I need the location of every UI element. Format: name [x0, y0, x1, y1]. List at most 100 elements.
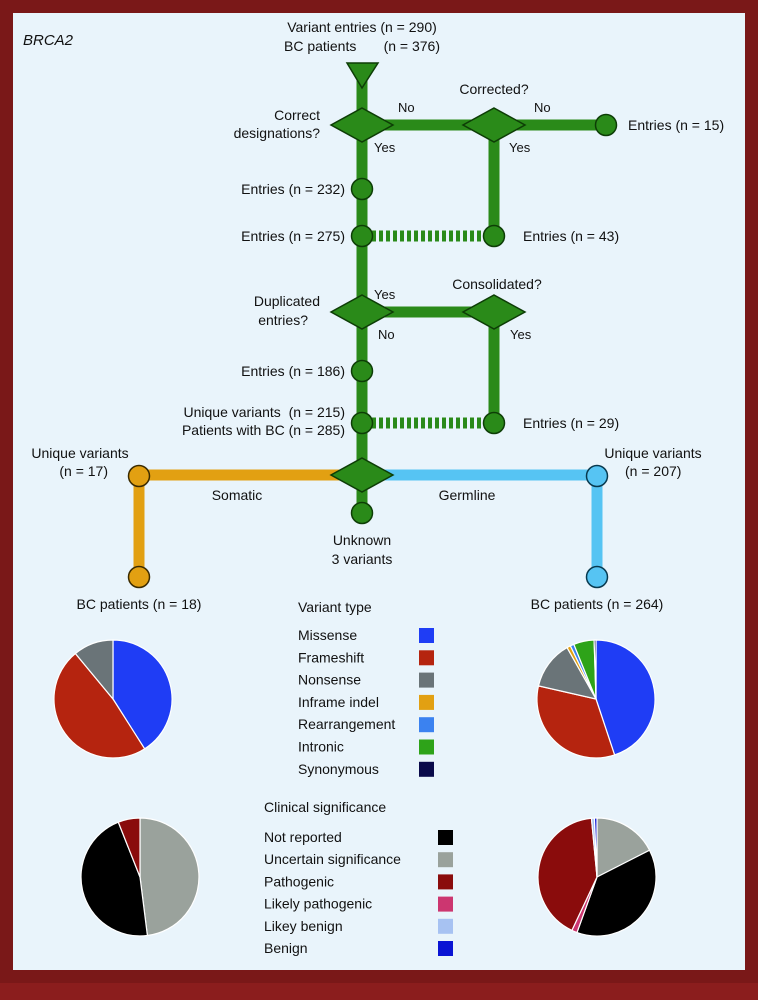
somatic-clinical-significance-slice	[117, 817, 141, 878]
corrected-label: Corrected?	[459, 81, 528, 97]
node-unique-215	[350, 411, 374, 435]
clinical-legend-item-label: Likely pathogenic	[264, 896, 372, 912]
variant-legend-swatch	[419, 761, 434, 777]
variant-legend-item-label: Inframe indel	[298, 694, 379, 710]
clinical-legend-title: Clinical significance	[264, 799, 386, 815]
consolidated-label: Consolidated?	[452, 276, 542, 292]
top-entries-label: Variant entries (n = 290)	[287, 19, 437, 35]
correct-designations-label-2: designations?	[234, 125, 321, 141]
node-entries-43	[482, 224, 506, 248]
patients-285-label: Patients with BC (n = 285)	[182, 422, 345, 438]
yes-label-3: Yes	[374, 287, 396, 302]
germline-variant-type-slice	[593, 639, 597, 700]
variant-legend-swatch	[419, 739, 434, 755]
germline-patients-label: BC patients (n = 264)	[531, 596, 664, 612]
yes-label-4: Yes	[510, 327, 532, 342]
clinical-legend-swatch	[438, 941, 453, 956]
clinical-legend-swatch	[438, 830, 453, 845]
germline-unique-variants-label-1: Unique variants	[604, 445, 701, 461]
germline-clinical-significance-slice	[593, 817, 598, 878]
no-label-2: No	[534, 100, 551, 115]
entries-186-label: Entries (n = 186)	[241, 363, 345, 379]
unique-215-label: Unique variants (n = 215)	[184, 404, 345, 420]
duplicated-label-2: entries?	[258, 312, 308, 328]
variant-legend-item-label: Synonymous	[298, 761, 379, 777]
entries-43-label: Entries (n = 43)	[523, 228, 619, 244]
germline-clinical-significance-slice	[576, 849, 657, 937]
somatic-unique-variants-label-1: Unique variants	[31, 445, 128, 461]
variant-type-legend: Variant typeMissenseFrameshiftNonsenseIn…	[298, 599, 434, 777]
variant-legend-swatch	[419, 672, 434, 688]
duplicated-label-1: Duplicated	[254, 293, 320, 309]
node-entries-15	[594, 113, 618, 137]
top-patients-label: BC patients (n = 376)	[284, 38, 440, 54]
somatic-clinical-significance-slice	[139, 817, 200, 937]
node-unknown	[350, 501, 374, 525]
somatic-unique-variants-label-2: (n = 17)	[59, 463, 108, 479]
germline-clinical-significance-pie	[537, 817, 657, 937]
variant-legend-item-label: Rearrangement	[298, 716, 395, 732]
entries-232-label: Entries (n = 232)	[241, 181, 345, 197]
clinical-legend-item-label: Benign	[264, 940, 308, 956]
node-entries-29	[482, 411, 506, 435]
node-entries-232	[350, 177, 374, 201]
somatic-variant-type-slice	[74, 639, 114, 701]
somatic-patients-label: BC patients (n = 18)	[77, 596, 202, 612]
clinical-legend-swatch	[438, 852, 453, 868]
variant-legend-swatch	[419, 650, 434, 666]
germline-variant-type-pie	[536, 639, 656, 759]
variant-legend-swatch	[419, 717, 434, 733]
entries-275-label: Entries (n = 275)	[241, 228, 345, 244]
node-entries-275	[350, 224, 374, 248]
correct-designations-label-1: Correct	[274, 107, 320, 123]
no-label-1: No	[398, 100, 415, 115]
variant-legend-item-label: Frameshift	[298, 649, 364, 665]
yes-label-1: Yes	[374, 140, 396, 155]
correct-designations-diamond	[329, 107, 395, 143]
somatic-germline-diamond	[329, 457, 395, 493]
yes-label-2: Yes	[509, 140, 531, 155]
gene-title: BRCA2	[23, 32, 74, 49]
node-germline-patients	[585, 565, 609, 589]
node-somatic-variants	[127, 464, 151, 488]
clinical-legend-swatch	[438, 874, 453, 890]
germline-unique-variants-label-2: (n = 207)	[625, 463, 681, 479]
duplicated-entries-diamond	[329, 294, 395, 330]
bottom-bar	[0, 983, 758, 1000]
entries-15-label: Entries (n = 15)	[628, 117, 724, 133]
somatic-clinical-significance-slice	[80, 821, 149, 937]
node-entries-186	[350, 359, 374, 383]
clinical-legend-item-label: Likey benign	[264, 918, 343, 934]
germline-clinical-significance-slice	[596, 817, 651, 878]
consolidated-diamond	[461, 294, 527, 330]
somatic-variant-type-slice	[53, 652, 146, 759]
clinical-legend-item-label: Uncertain significance	[264, 851, 401, 867]
variant-legend-item-label: Missense	[298, 627, 357, 643]
unknown-label-2: 3 variants	[332, 551, 393, 567]
clinical-legend-swatch	[438, 918, 453, 934]
variant-legend-item-label: Nonsense	[298, 672, 361, 688]
somatic-variant-type-pie	[53, 639, 173, 759]
somatic-clinical-significance-pie	[80, 817, 200, 937]
start-triangle-icon	[345, 62, 380, 90]
germline-variant-type-slice	[595, 639, 656, 756]
variant-legend-title: Variant type	[298, 599, 372, 615]
germline-variant-type-slice	[536, 685, 616, 759]
clinical-legend-swatch	[438, 896, 453, 912]
variant-legend-item-label: Intronic	[298, 739, 344, 755]
node-somatic-patients	[127, 565, 151, 589]
germline-clinical-significance-slice	[537, 817, 598, 932]
germline-label: Germline	[439, 487, 496, 503]
clinical-legend-item-label: Pathogenic	[264, 873, 334, 889]
node-germline-variants	[585, 464, 609, 488]
variant-legend-swatch	[419, 628, 434, 643]
clinical-legend-item-label: Not reported	[264, 829, 342, 845]
no-label-3: No	[378, 327, 395, 342]
variant-legend-swatch	[419, 694, 434, 710]
somatic-label: Somatic	[212, 487, 263, 503]
unknown-label-1: Unknown	[333, 532, 391, 548]
corrected-diamond	[461, 107, 527, 143]
